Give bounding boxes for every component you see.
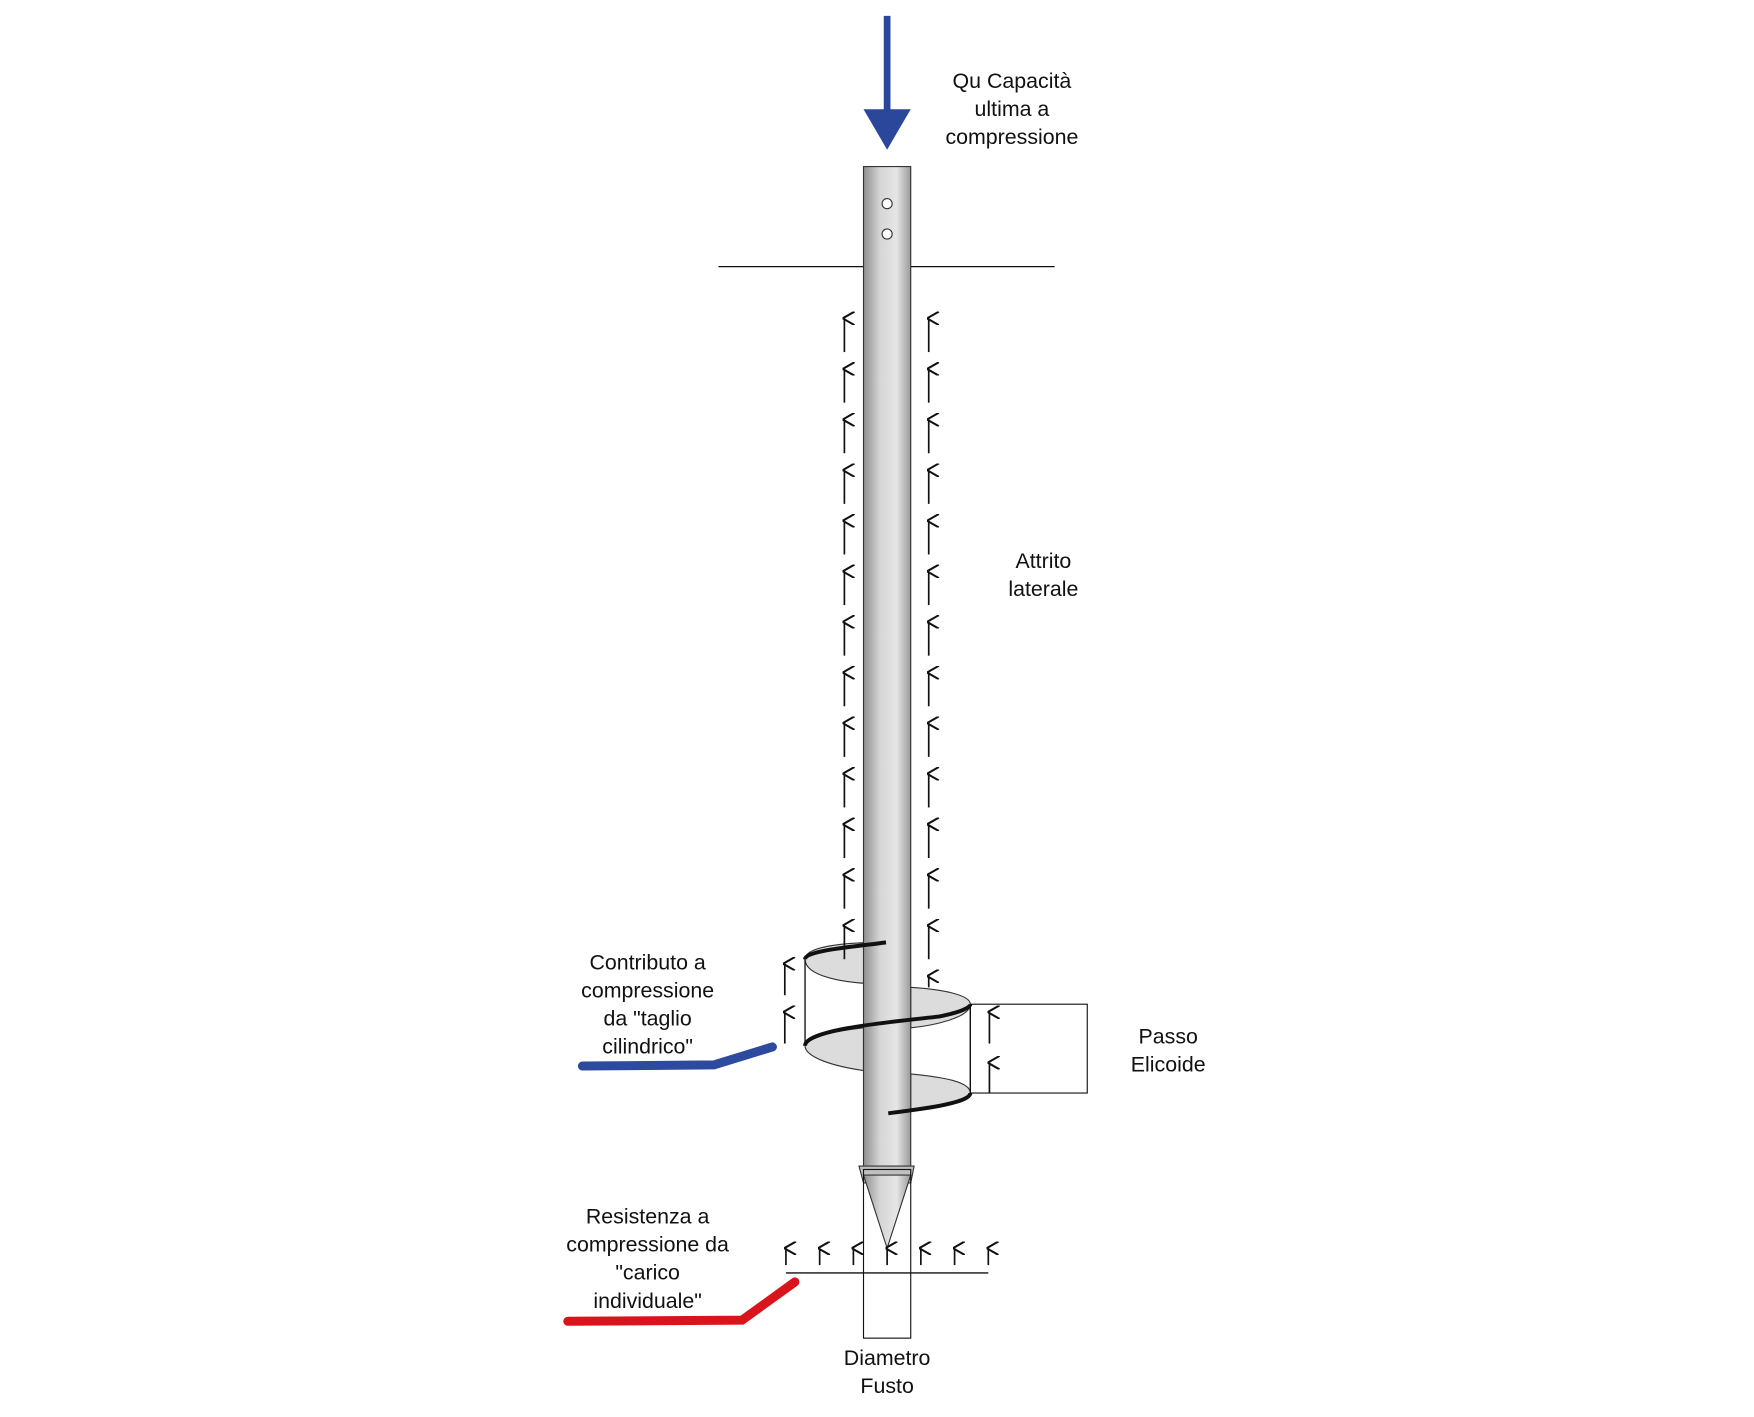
bolt-hole [881, 198, 893, 210]
red-highlight-marker [563, 1277, 800, 1326]
friction-arrows [785, 318, 990, 1266]
pitch-dimension [969, 1003, 1088, 1094]
blue-highlight-marker [577, 1042, 777, 1071]
load-arrow-icon [863, 15, 911, 150]
pile-shaft [862, 165, 912, 1171]
pile-tip [858, 1165, 915, 1251]
bolt-hole [881, 228, 893, 240]
helix-edge [803, 940, 973, 1116]
